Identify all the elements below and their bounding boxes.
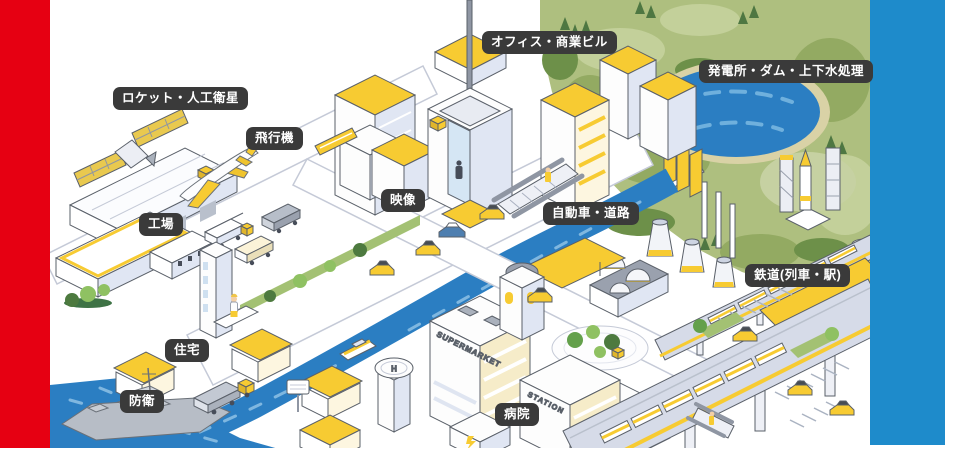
road-vehicles	[369, 204, 553, 303]
label-car-road[interactable]: 自動車・道路	[543, 202, 640, 225]
parked-taxi-icon	[732, 326, 855, 416]
elevator-person-icon	[455, 166, 463, 179]
escalator-person-icon	[545, 172, 551, 182]
label-airplane[interactable]: 飛行機	[246, 127, 304, 150]
lightning-icon	[466, 436, 476, 450]
taxi-icon	[369, 260, 395, 276]
screen-billboard-icon	[314, 127, 358, 156]
heliport-mark: H	[391, 365, 397, 374]
elevator-icon	[440, 119, 500, 229]
escalator-icon	[686, 402, 735, 439]
blue-car-icon	[438, 222, 466, 238]
label-hospital[interactable]: 病院	[495, 403, 540, 426]
taxi-icon	[415, 240, 441, 256]
taxi-icon	[479, 204, 505, 220]
green-strips	[240, 215, 420, 315]
label-factory[interactable]: 工場	[139, 213, 184, 236]
satellite-icon	[73, 108, 189, 188]
truck-icon	[233, 235, 275, 266]
truck-icon	[260, 203, 302, 234]
escalator-icon	[491, 157, 585, 219]
label-defense[interactable]: 防衛	[120, 390, 165, 413]
right-blue-bar	[870, 0, 945, 445]
taxi-icon	[527, 287, 553, 303]
label-housing[interactable]: 住宅	[165, 339, 210, 362]
label-imaging[interactable]: 映像	[381, 189, 426, 212]
cooling-towers-icon	[646, 218, 736, 288]
plaza-trees-icon	[567, 325, 620, 358]
apartment-icon	[198, 241, 260, 339]
main-viaduct	[562, 278, 893, 455]
parking-lot	[686, 287, 855, 439]
roadside-sign-icon	[286, 379, 310, 412]
chimneys-icon	[701, 181, 736, 259]
train-icon	[599, 342, 788, 444]
platform-canopy-icon	[520, 237, 627, 289]
label-rocket-satellite[interactable]: ロケット・人工衛星	[113, 87, 249, 110]
boat-icon	[339, 338, 377, 361]
label-railway[interactable]: 鉄道(列車・駅)	[745, 264, 851, 287]
rocket-icon	[799, 148, 812, 211]
office-cluster	[314, 0, 698, 229]
supermarket-block: SUPERMARKET	[428, 262, 546, 442]
gantry-tower-icon	[779, 147, 841, 213]
rocket-launch-site	[760, 147, 856, 231]
military-truck-icon	[192, 378, 256, 415]
heliport-icon: H	[374, 357, 414, 433]
left-red-bar	[0, 0, 50, 448]
tower-pole-icon	[466, 0, 473, 96]
label-powerplant-dam[interactable]: 発電所・ダム・上下水処理	[699, 60, 874, 83]
house-icon	[228, 328, 294, 383]
house-icon	[298, 365, 364, 420]
label-office-commercial[interactable]: オフィス・商業ビル	[482, 31, 617, 54]
